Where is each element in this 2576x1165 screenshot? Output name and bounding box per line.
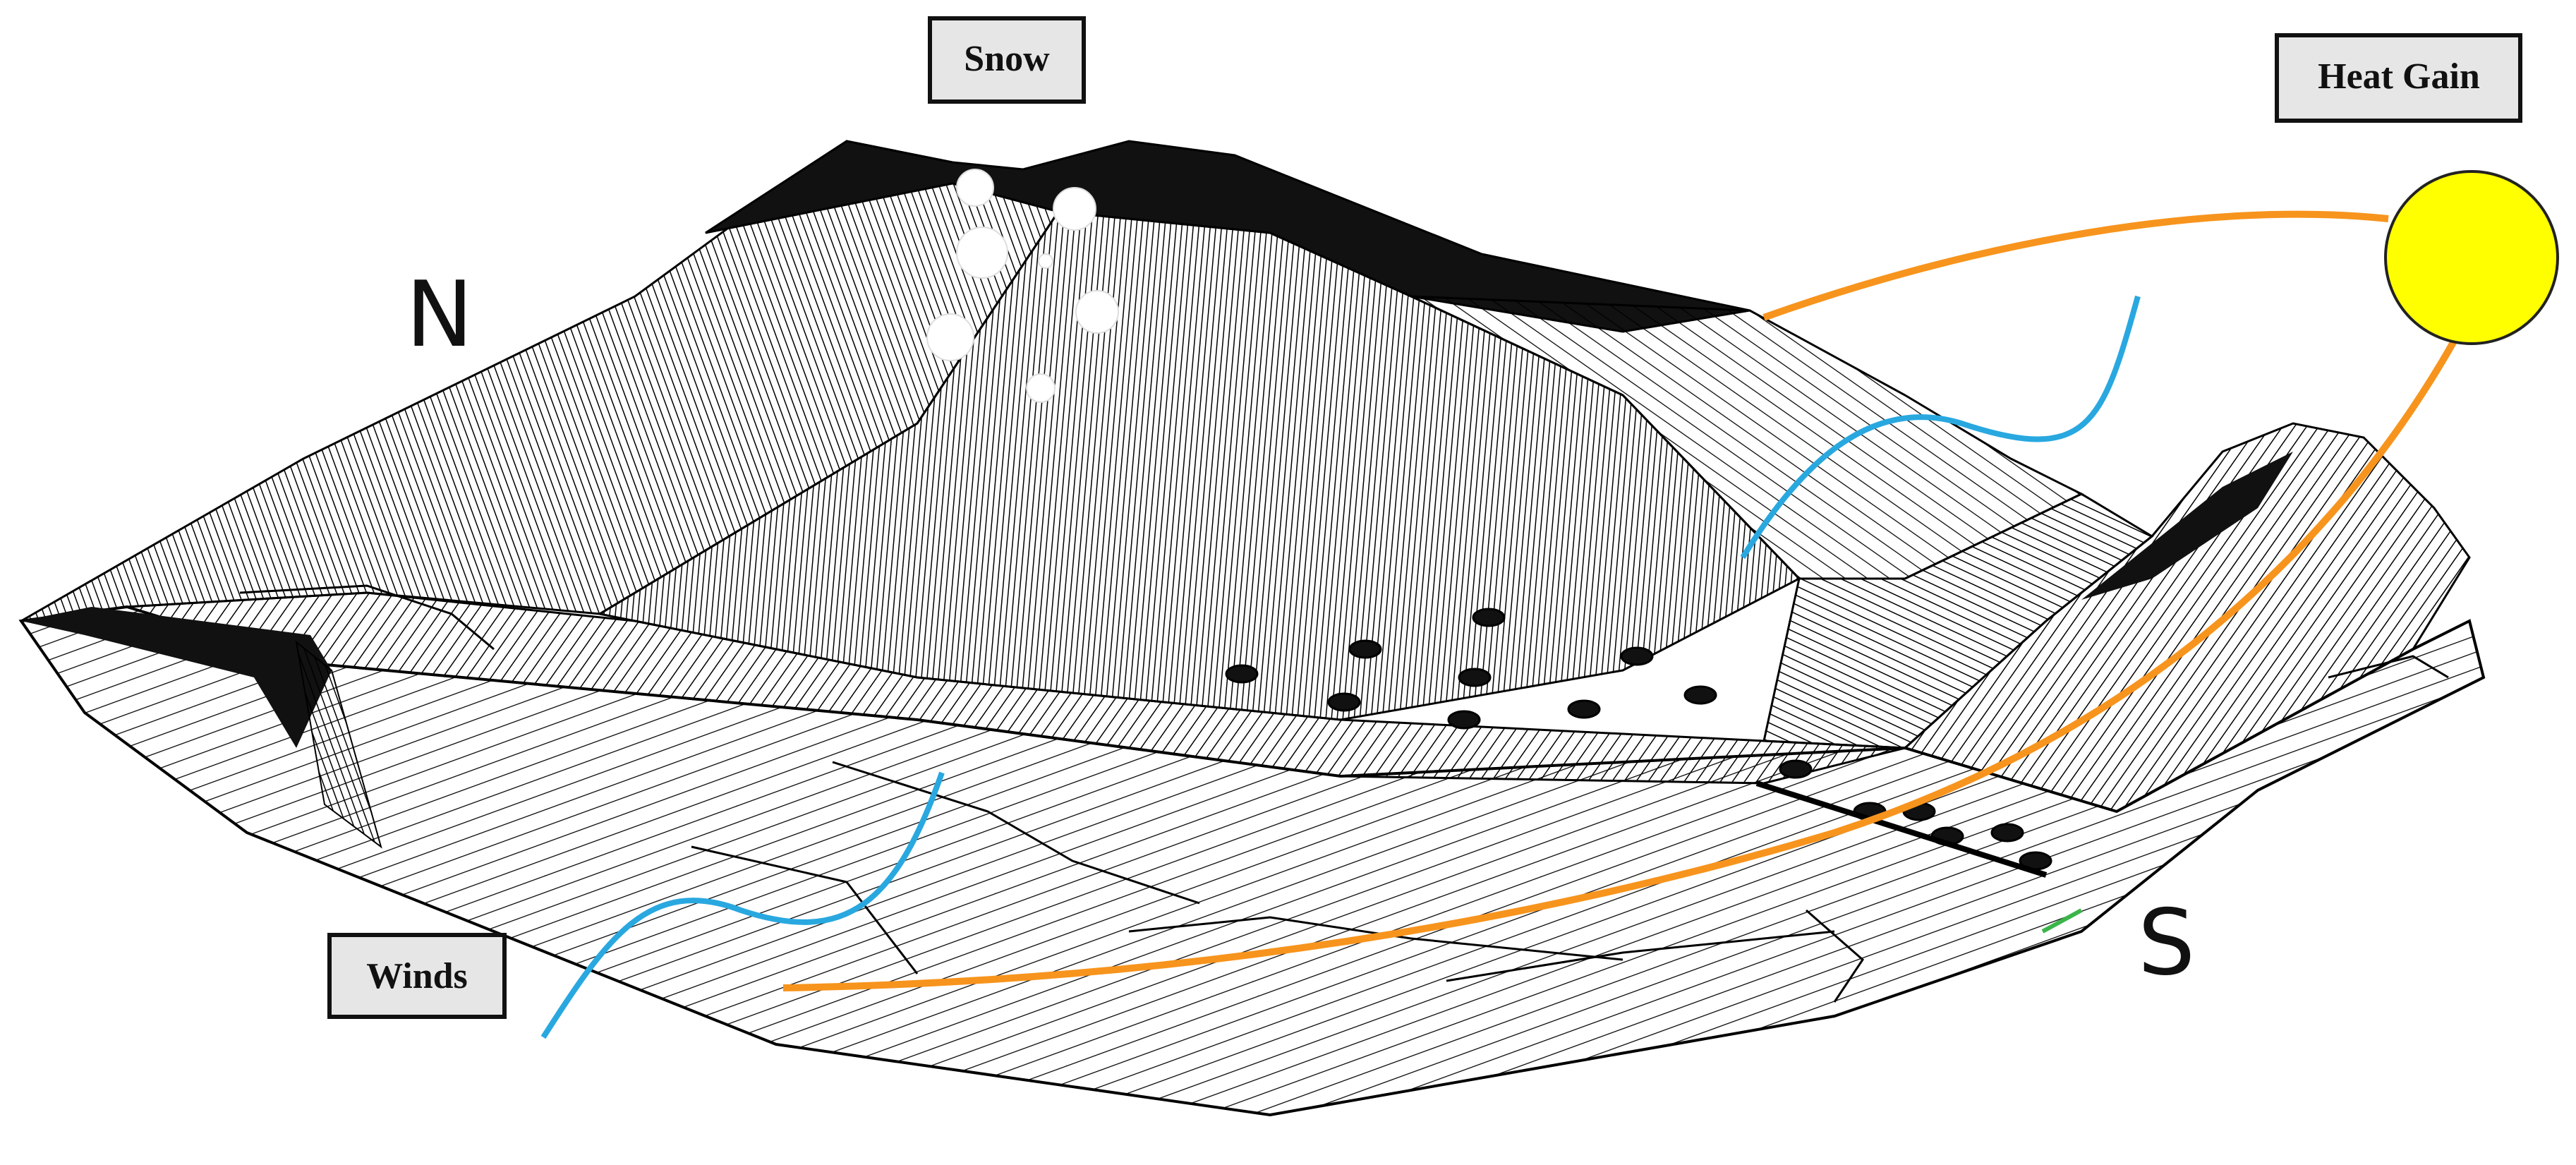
cabin bbox=[1447, 710, 1481, 730]
heat-gain-label-text: Heat Gain bbox=[2318, 56, 2480, 97]
compass-south-label: S bbox=[2138, 891, 2195, 996]
snow-particles bbox=[926, 169, 1119, 403]
cabins-group bbox=[1225, 608, 2052, 871]
terrain-model bbox=[18, 140, 2486, 1117]
terrain-west-cliff bbox=[21, 607, 332, 748]
sun-path-upper bbox=[1762, 210, 2389, 321]
cabin bbox=[1225, 664, 1259, 684]
snowflake bbox=[926, 313, 974, 361]
cabin bbox=[1620, 646, 1654, 666]
snowflake bbox=[1075, 290, 1119, 334]
heat-gain-label: Heat Gain bbox=[2275, 33, 2522, 123]
cabin bbox=[1683, 685, 1717, 705]
snowflake bbox=[1053, 187, 1096, 231]
snowflake bbox=[956, 169, 994, 207]
cabin bbox=[1327, 692, 1361, 712]
cabin bbox=[1458, 668, 1492, 687]
snow-label-text: Snow bbox=[964, 39, 1050, 79]
winds-label-text: Winds bbox=[366, 956, 468, 996]
snowflake bbox=[956, 227, 1008, 279]
site-access-road bbox=[1755, 780, 2048, 878]
terrain-roads bbox=[239, 584, 2449, 1003]
wind-line-west bbox=[540, 771, 945, 1039]
snowflake bbox=[1026, 373, 1056, 403]
terrain-west-cliff-face bbox=[295, 640, 382, 849]
cabin bbox=[1348, 639, 1382, 659]
cabin bbox=[1990, 823, 2024, 843]
snowflake bbox=[1038, 253, 1053, 269]
terrain-east-ridge-shadow bbox=[2081, 452, 2293, 600]
green-marker bbox=[2041, 908, 2083, 934]
cabin bbox=[1567, 699, 1601, 719]
sun-icon bbox=[2384, 170, 2559, 345]
cabin bbox=[1779, 759, 1813, 779]
snow-label: Snow bbox=[928, 16, 1086, 104]
compass-north-label: N bbox=[406, 262, 473, 368]
wind-line-east bbox=[1740, 295, 2141, 560]
winds-label: Winds bbox=[327, 933, 507, 1019]
sun-path-lower bbox=[782, 337, 2459, 991]
cabin bbox=[1472, 608, 1506, 627]
